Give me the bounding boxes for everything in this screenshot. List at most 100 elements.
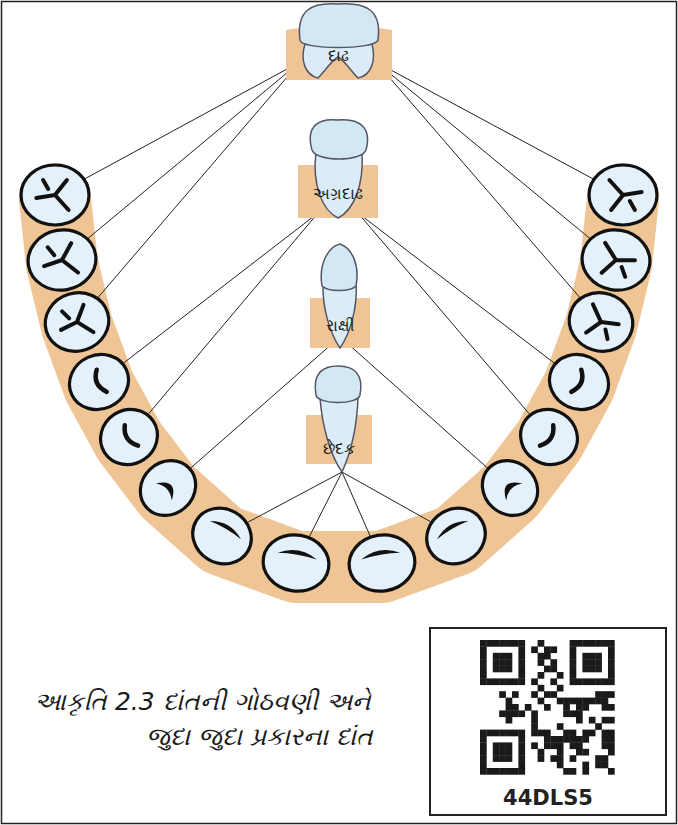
qr-module [570, 742, 577, 749]
qr-module [595, 678, 602, 685]
qr-module [531, 717, 538, 724]
enamel-shade [156, 476, 179, 500]
leader-line [376, 62, 616, 260]
root [303, 44, 373, 78]
qr-module [557, 698, 564, 705]
leader-lines [55, 62, 623, 563]
qr-module [506, 730, 513, 737]
qr-module [576, 710, 583, 717]
qr-module [486, 678, 493, 685]
qr-module [480, 762, 487, 769]
qr-module [506, 768, 513, 775]
arch-tooth [541, 345, 618, 419]
qr-module [589, 717, 596, 724]
qr-module [518, 672, 525, 679]
qr-module [518, 710, 525, 717]
qr-module [506, 717, 513, 724]
qr-module [518, 762, 525, 769]
qr-module [506, 659, 513, 666]
qr-module [576, 736, 583, 743]
qr-module [544, 653, 551, 660]
qr-module [582, 768, 589, 775]
qr-module [608, 678, 615, 685]
qr-module [608, 742, 615, 749]
qr-module [589, 730, 596, 737]
qr-module [557, 736, 564, 743]
tooth-label: રાક્ષી [326, 317, 355, 335]
qr-module [538, 685, 545, 692]
root [320, 398, 358, 472]
arch-tooth [21, 165, 89, 225]
qr-module [563, 704, 570, 711]
fissure [609, 180, 641, 210]
qr-module [589, 659, 596, 666]
qr-module [518, 646, 525, 653]
qr-module [602, 730, 609, 737]
qr-module [576, 698, 583, 705]
qr-module [531, 723, 538, 730]
qr-module [506, 755, 513, 762]
qr-module [602, 640, 609, 647]
leader-line [99, 213, 318, 382]
qr-module [602, 755, 609, 762]
arch-tooth [416, 498, 495, 575]
qr-module [506, 640, 513, 647]
qr-module [493, 749, 500, 756]
qr-module [595, 653, 602, 660]
qr-module [570, 736, 577, 743]
qr-module [506, 666, 513, 673]
qr-module [582, 666, 589, 673]
qr-module [570, 698, 577, 705]
qr-module [608, 653, 615, 660]
qr-module [595, 640, 602, 647]
qr-module [544, 736, 551, 743]
qr-module [480, 659, 487, 666]
qr-module [557, 762, 564, 769]
qr-module [602, 736, 609, 743]
fissure [56, 304, 94, 341]
qr-module [570, 666, 577, 673]
qr-module [538, 640, 545, 647]
qr-module [518, 768, 525, 775]
qr-module [512, 704, 519, 711]
qr-module [608, 704, 615, 711]
qr-module [499, 749, 506, 756]
arch-tooth [182, 498, 261, 575]
qr-module [576, 640, 583, 647]
qr-module [493, 742, 500, 749]
tooth-label: છેદક [323, 440, 355, 458]
enamel-shade [278, 547, 318, 559]
qr-module [557, 685, 564, 692]
qr-module [550, 659, 557, 666]
qr-module [493, 653, 500, 660]
qr-module [570, 710, 577, 717]
qr-panel [430, 628, 666, 815]
qr-module [538, 698, 545, 705]
qr-module [570, 755, 577, 762]
qr-module [576, 749, 583, 756]
qr-module [499, 710, 506, 717]
arch-tooth [345, 530, 419, 596]
qr-module [570, 646, 577, 653]
qr-module [512, 730, 519, 737]
arch-teeth [21, 165, 657, 596]
qr-module [602, 762, 609, 769]
qr-module [563, 768, 570, 775]
enamel-shade [360, 547, 400, 559]
qr-module [608, 672, 615, 679]
qr-module [595, 762, 602, 769]
qr-module [499, 742, 506, 749]
qr-module [602, 742, 609, 749]
qr-module [518, 640, 525, 647]
molar-figure [286, 4, 392, 80]
qr-module [499, 678, 506, 685]
qr-module [499, 653, 506, 660]
qr-module [512, 640, 519, 647]
qr-module [544, 691, 551, 698]
fissure [36, 180, 68, 210]
qr-module [595, 723, 602, 730]
figure-caption: આકૃતિ 2.3 દાંતની ગોઠવણી અને જુદા જુદા પ્… [34, 684, 406, 754]
qr-module [531, 742, 538, 749]
leader-line [358, 213, 579, 382]
